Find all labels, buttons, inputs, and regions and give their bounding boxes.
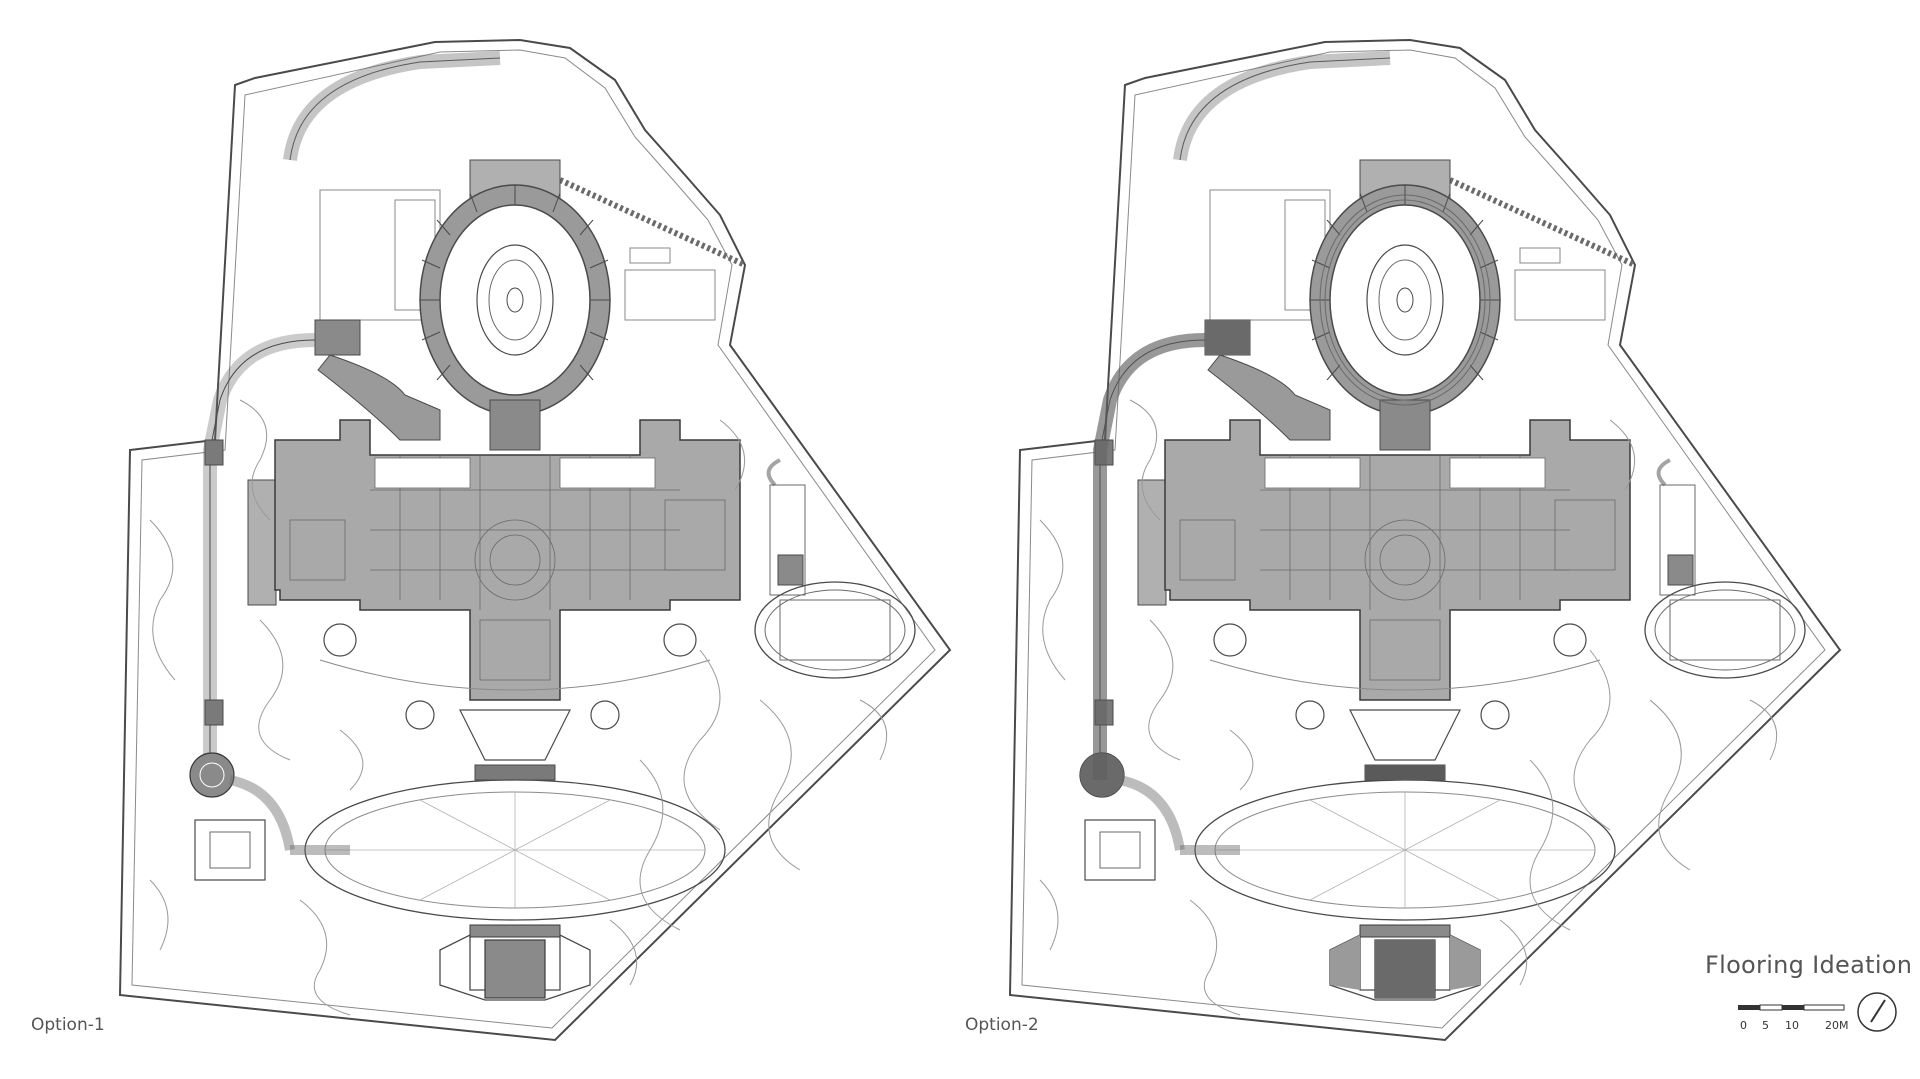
option-1-label: Option-1	[31, 1015, 105, 1035]
page-title: Flooring Ideation	[1705, 951, 1913, 979]
site-plan-option-2	[890, 0, 1850, 1060]
scale-bar	[1738, 995, 1848, 1019]
site-plan-option-1	[0, 0, 960, 1060]
scale-tick-10: 10	[1785, 1019, 1799, 1032]
scale-tick-0: 0	[1740, 1019, 1747, 1032]
scale-tick-20m: 20M	[1825, 1019, 1849, 1032]
option-2-label: Option-2	[965, 1015, 1039, 1035]
scale-tick-5: 5	[1762, 1019, 1769, 1032]
north-arrow-icon	[1855, 990, 1899, 1038]
